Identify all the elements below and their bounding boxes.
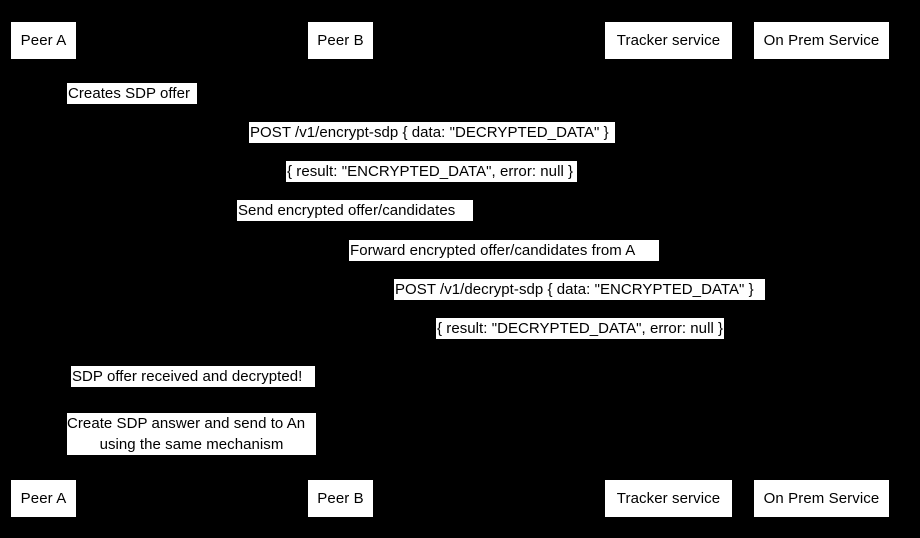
participant-peer-a-bottom[interactable]: Peer A [11,480,76,517]
participant-peer-b-top[interactable]: Peer B [308,22,373,59]
participant-on-prem-service-bottom[interactable]: On Prem Service [754,480,889,517]
message-text: { result: "ENCRYPTED_DATA", error: null … [287,163,574,180]
message-creates-sdp-offer: Creates SDP offer [67,83,197,104]
message-text: Creates SDP offer [68,85,191,102]
message-sdp-offer-received: SDP offer received and decrypted! [71,366,315,387]
lifeline-tracker-service [668,59,669,480]
participant-label: Peer A [20,32,67,49]
lifeline-peer-b [340,59,341,480]
message-text: POST /v1/decrypt-sdp { data: "ENCRYPTED_… [395,281,754,298]
message-text: Send encrypted offer/candidates [238,202,456,219]
participant-on-prem-service-top[interactable]: On Prem Service [754,22,889,59]
message-text: POST /v1/encrypt-sdp { data: "DECRYPTED_… [250,124,609,141]
participant-peer-b-bottom[interactable]: Peer B [308,480,373,517]
participant-label: On Prem Service [763,490,880,507]
message-decrypt-sdp-result: { result: "DECRYPTED_DATA", error: null … [436,318,724,339]
message-create-sdp-answer: Create SDP answer and send to An using t… [67,413,316,455]
participant-tracker-service-bottom[interactable]: Tracker service [605,480,732,517]
participant-peer-a-top[interactable]: Peer A [11,22,76,59]
participant-label: Peer A [20,490,67,507]
message-send-encrypted-offer: Send encrypted offer/candidates [237,200,473,221]
participant-label: Tracker service [616,32,721,49]
message-text: SDP offer received and decrypted! [72,368,303,385]
message-text-line-1: Create SDP answer and send to An [67,415,306,432]
participant-label: Peer B [317,32,364,49]
participant-label: On Prem Service [763,32,880,49]
message-forward-encrypted-offer: Forward encrypted offer/candidates from … [349,240,659,261]
participant-tracker-service-top[interactable]: Tracker service [605,22,732,59]
participant-label: Tracker service [616,490,721,507]
message-post-decrypt-sdp: POST /v1/decrypt-sdp { data: "ENCRYPTED_… [394,279,765,300]
lifeline-on-prem-service [821,59,822,480]
participant-label: Peer B [317,490,364,507]
message-text: { result: "DECRYPTED_DATA", error: null … [437,320,724,337]
message-post-encrypt-sdp: POST /v1/encrypt-sdp { data: "DECRYPTED_… [249,122,615,143]
message-text-line-2: using the same mechanism [99,436,284,453]
message-text: Forward encrypted offer/candidates from … [350,242,636,259]
message-encrypt-sdp-result: { result: "ENCRYPTED_DATA", error: null … [286,161,577,182]
lifeline-peer-a [43,59,44,480]
